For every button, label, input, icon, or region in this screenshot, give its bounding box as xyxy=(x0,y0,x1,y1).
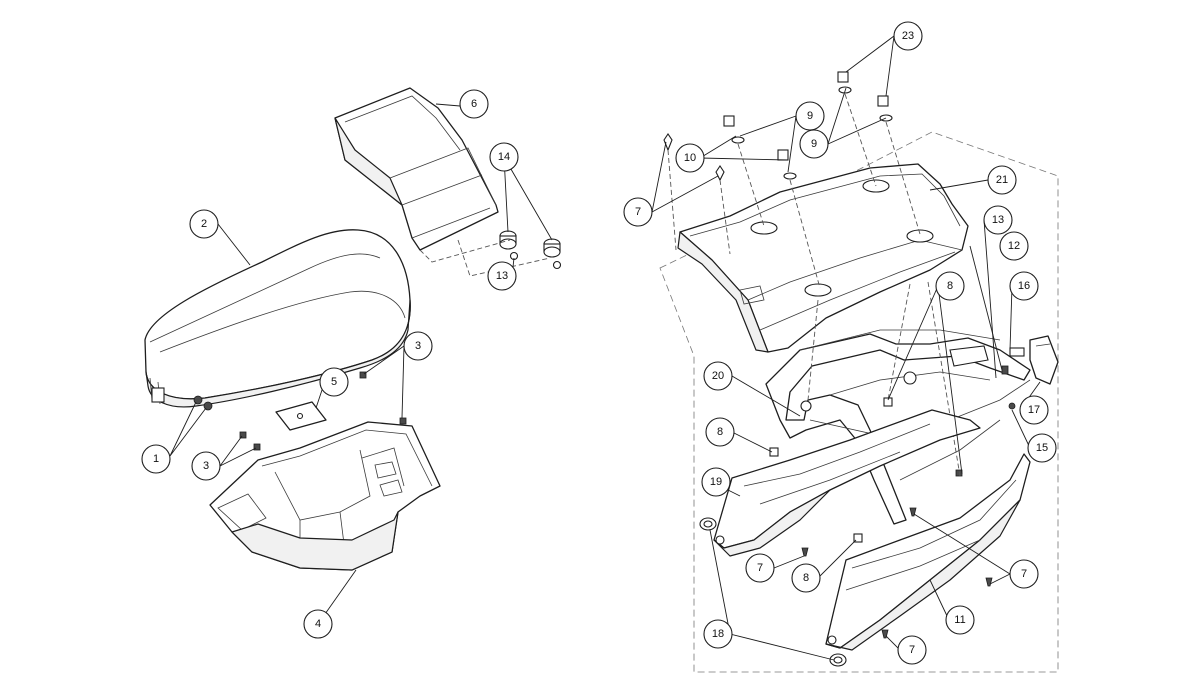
part-storage-tray xyxy=(209,421,441,571)
svg-text:9: 9 xyxy=(811,138,817,150)
callout-13: 13 xyxy=(487,261,517,291)
svg-text:23: 23 xyxy=(902,30,914,42)
callout-19: 19 xyxy=(701,467,731,497)
part-rear-top-cover xyxy=(677,163,969,353)
callout-20: 20 xyxy=(703,361,733,391)
svg-text:10: 10 xyxy=(684,152,696,164)
part-bracket-plate xyxy=(275,401,327,431)
svg-text:1: 1 xyxy=(153,453,159,465)
callout-17: 17 xyxy=(1019,395,1049,425)
svg-text:3: 3 xyxy=(203,460,209,472)
part-screws xyxy=(239,371,407,451)
part-rubber-bumpers xyxy=(499,230,561,258)
callout-9: 9 xyxy=(795,101,825,131)
svg-text:6: 6 xyxy=(471,98,477,110)
callout-21: 21 xyxy=(987,165,1017,195)
assembly-boundary xyxy=(659,131,1059,673)
part-right-side-panel xyxy=(825,453,1031,651)
callout-7: 7 xyxy=(1009,559,1039,589)
callout-2: 2 xyxy=(189,209,219,239)
svg-text:5: 5 xyxy=(331,376,337,388)
part-nuts-left xyxy=(509,251,562,270)
svg-text:7: 7 xyxy=(909,644,915,656)
part-left-side-panel xyxy=(713,409,981,557)
callout-15: 15 xyxy=(1027,433,1057,463)
callout-1: 1 xyxy=(141,444,171,474)
svg-text:8: 8 xyxy=(947,280,953,292)
svg-text:14: 14 xyxy=(498,151,510,163)
callout-9: 9 xyxy=(799,129,829,159)
svg-text:19: 19 xyxy=(710,476,722,488)
svg-text:16: 16 xyxy=(1018,280,1030,292)
svg-text:20: 20 xyxy=(712,370,724,382)
callout-6: 6 xyxy=(459,89,489,119)
part-grommets xyxy=(699,517,847,667)
callout-8: 8 xyxy=(935,271,965,301)
part-top-hardware xyxy=(663,71,893,182)
svg-text:2: 2 xyxy=(201,218,207,230)
svg-text:8: 8 xyxy=(717,426,723,438)
svg-text:8: 8 xyxy=(803,572,809,584)
callout-8: 8 xyxy=(791,563,821,593)
svg-text:4: 4 xyxy=(315,618,321,630)
svg-text:17: 17 xyxy=(1028,404,1040,416)
part-clips xyxy=(769,397,893,543)
part-seat-cushion xyxy=(144,229,411,408)
svg-text:9: 9 xyxy=(807,110,813,122)
callout-8: 8 xyxy=(705,417,735,447)
callout-7: 7 xyxy=(897,635,927,665)
part-tail-bracket xyxy=(1029,335,1059,385)
svg-text:12: 12 xyxy=(1008,240,1020,252)
callout-4: 4 xyxy=(303,609,333,639)
callout-7: 7 xyxy=(623,197,653,227)
svg-text:18: 18 xyxy=(712,628,724,640)
svg-text:21: 21 xyxy=(996,174,1008,186)
callout-14: 14 xyxy=(489,142,519,172)
callout-12: 12 xyxy=(999,231,1029,261)
svg-text:11: 11 xyxy=(954,614,965,626)
svg-text:13: 13 xyxy=(496,270,508,282)
svg-text:7: 7 xyxy=(757,562,763,574)
svg-text:3: 3 xyxy=(415,340,421,352)
callout-23: 23 xyxy=(893,21,923,51)
callout-3: 3 xyxy=(191,451,221,481)
callout-16: 16 xyxy=(1009,271,1039,301)
callout-13: 13 xyxy=(983,205,1013,235)
callout-10: 10 xyxy=(675,143,705,173)
svg-text:7: 7 xyxy=(1021,568,1027,580)
callout-7: 7 xyxy=(745,553,775,583)
callout-18: 18 xyxy=(703,619,733,649)
callout-11: 11 xyxy=(945,605,975,635)
svg-text:13: 13 xyxy=(992,214,1004,226)
svg-text:15: 15 xyxy=(1036,442,1048,454)
part-seat-cowl xyxy=(334,87,499,251)
callout-5: 5 xyxy=(319,367,349,397)
callout-3: 3 xyxy=(403,331,433,361)
svg-text:7: 7 xyxy=(635,206,641,218)
